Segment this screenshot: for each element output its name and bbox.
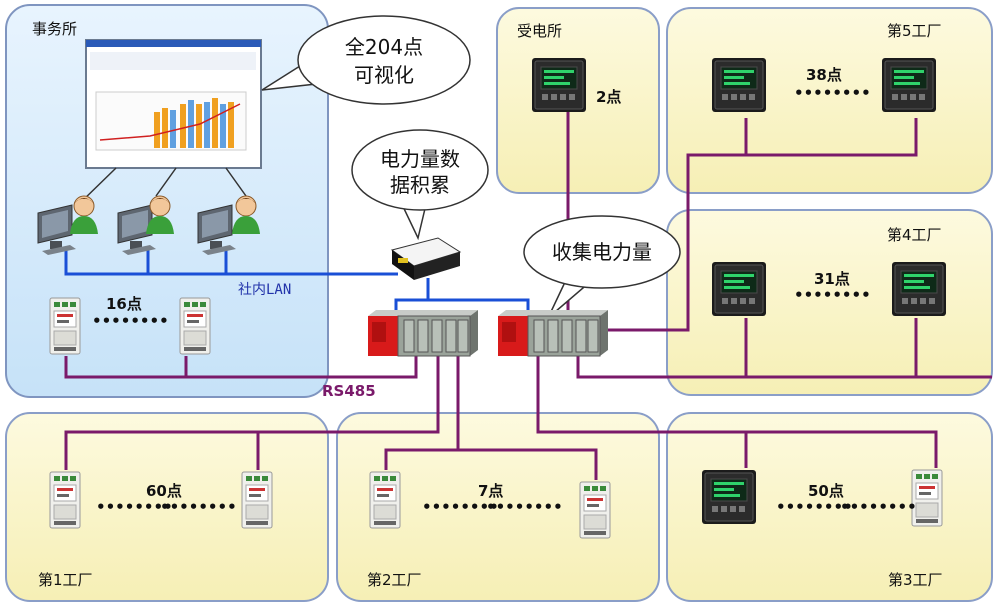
accumulate-bubble <box>351 129 489 241</box>
factory2-label: 第2工厂 <box>367 571 422 589</box>
factory1-dots: •••••••• <box>96 498 173 516</box>
office-count: 16点 <box>106 295 142 313</box>
rs485-label: RS485 <box>322 382 376 400</box>
panel-meter-icon <box>531 57 587 113</box>
panel-meter-icon <box>891 261 947 317</box>
din-rail-meter-icon <box>49 297 81 355</box>
substation-label: 受电所 <box>517 22 562 40</box>
plc-icon <box>497 309 609 357</box>
collect-bubble-label: 收集电力量 <box>552 240 652 264</box>
factory3-count: 50点 <box>808 482 844 500</box>
factory4-dots: •••••••• <box>794 286 871 304</box>
factory3-label: 第3工厂 <box>888 571 943 589</box>
factory2-count: 7点 <box>478 482 503 500</box>
accumulate-bubble-line1: 电力量数 <box>380 147 460 171</box>
din-rail-meter-icon <box>179 297 211 355</box>
collect-bubble <box>523 215 681 319</box>
din-rail-meter-icon <box>579 481 611 539</box>
accumulate-bubble-line2: 据积累 <box>390 173 450 197</box>
rs485-lines <box>64 112 992 480</box>
plc-icon <box>367 309 479 357</box>
factory4-region <box>666 209 993 396</box>
factory2-dots: •••••••• <box>422 498 499 516</box>
panel-meter-icon <box>701 469 757 525</box>
office-label: 事务所 <box>32 20 77 38</box>
factory5-count: 38点 <box>806 66 842 84</box>
din-rail-meter-icon <box>241 471 273 529</box>
factory1-count: 60点 <box>146 482 182 500</box>
data-logger-icon <box>390 237 462 280</box>
panel-meter-icon <box>881 57 937 113</box>
substation-count: 2点 <box>596 88 621 106</box>
factory5-dots: •••••••• <box>794 84 871 102</box>
factory5-region <box>666 7 993 194</box>
factory4-count: 31点 <box>814 270 850 288</box>
panel-meter-icon <box>711 57 767 113</box>
factory1-label: 第1工厂 <box>38 571 93 589</box>
factory3-dots: •••••••• <box>776 498 853 516</box>
factory5-label: 第5工厂 <box>887 22 942 40</box>
factory2-region <box>336 412 660 602</box>
factory3-region <box>666 412 993 602</box>
lan-label: 社内LAN <box>238 282 291 298</box>
panel-meter-icon <box>711 261 767 317</box>
visualize-bubble-line1: 全204点 <box>345 35 423 59</box>
din-rail-meter-icon <box>369 471 401 529</box>
din-rail-meter-icon <box>49 471 81 529</box>
office-dots: •••••••• <box>92 312 169 330</box>
factory2-dots-2: •••••••• <box>486 498 563 516</box>
visualize-bubble <box>261 15 471 105</box>
factory4-label: 第4工厂 <box>887 226 942 244</box>
visualize-bubble-line2: 可视化 <box>354 63 414 87</box>
factory1-region <box>5 412 329 602</box>
factory1-dots-2: •••••••• <box>160 498 237 516</box>
chart-monitor-icon <box>85 39 262 169</box>
factory3-dots-2: •••••••• <box>840 498 917 516</box>
